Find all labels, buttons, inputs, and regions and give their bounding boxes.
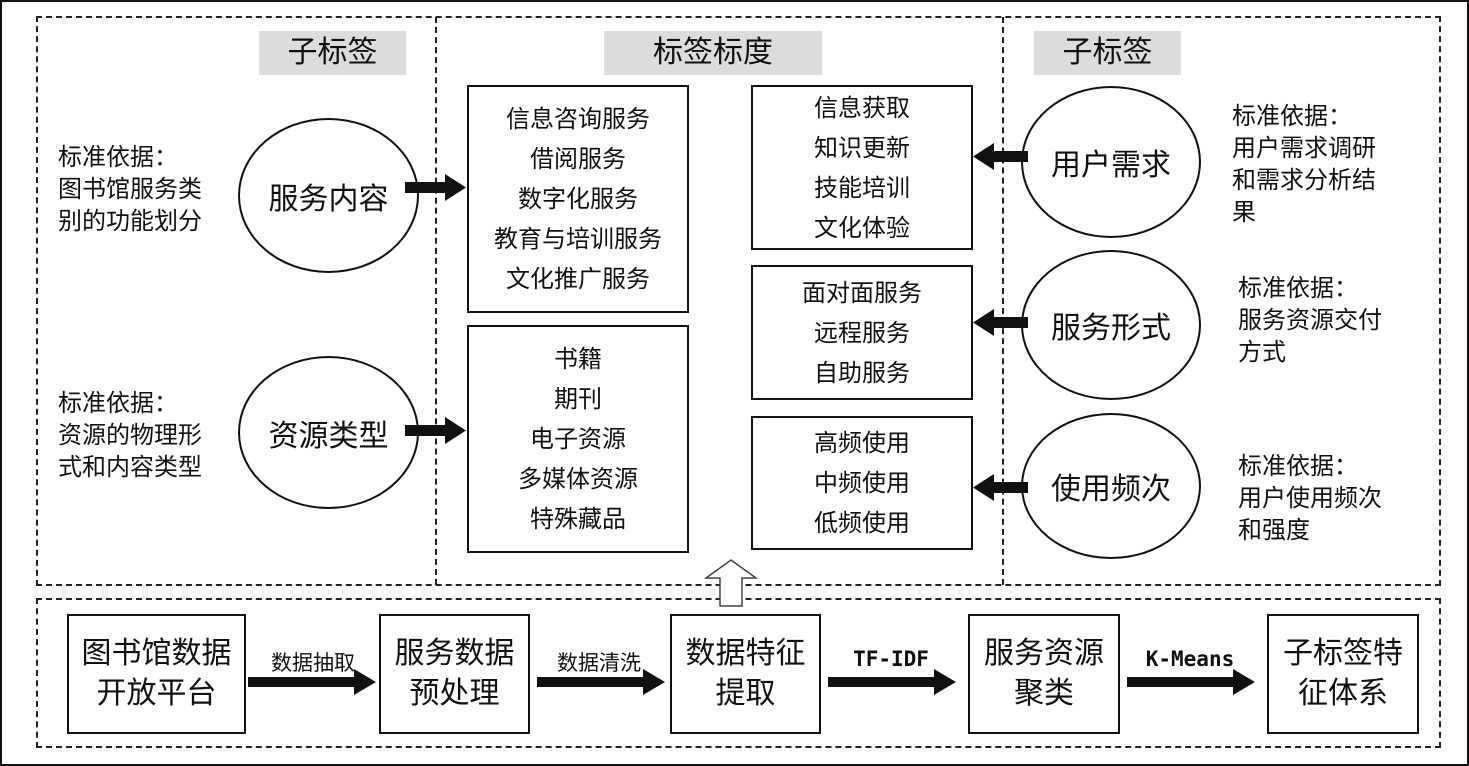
- hollow-up-arrow-icon: [703, 559, 759, 607]
- arrow-left-icon: [973, 143, 1028, 170]
- flow-step-line: 开放平台: [96, 676, 217, 711]
- list-item: 知识更新: [814, 133, 910, 162]
- list-item: 信息获取: [814, 93, 910, 122]
- left-note-resource: 标准依据： 资源的物理形 式和内容类型: [58, 387, 238, 483]
- flow-step-line: 图书馆数据: [81, 636, 232, 671]
- user-need-box: 信息获取 知识更新 技能培训 文化体验: [751, 85, 973, 250]
- flow-step-line: 服务资源: [984, 636, 1104, 671]
- list-item: 借阅服务: [530, 145, 626, 173]
- note-line: 别的功能划分: [58, 207, 202, 235]
- list-item: 高频使用: [814, 429, 910, 457]
- note-line: 图书馆服务类: [58, 175, 202, 203]
- panel-divider-right: [1002, 17, 1004, 585]
- list-item: 面对面服务: [802, 278, 922, 307]
- arrow-right-icon: [1127, 669, 1255, 695]
- ellipse-usage-frequency: 使用频次: [1021, 413, 1201, 559]
- flow-step-line: 服务数据: [394, 636, 515, 671]
- note-head: 标准依据：: [1232, 102, 1352, 130]
- note-line: 方式: [1238, 338, 1286, 366]
- list-item: 电子资源: [530, 425, 626, 453]
- panel-divider-left: [435, 17, 437, 585]
- list-item: 教育与培训服务: [494, 225, 662, 253]
- note-line: 式和内容类型: [58, 453, 202, 481]
- list-item: 远程服务: [814, 318, 910, 347]
- note-line: 和需求分析结: [1232, 166, 1376, 194]
- list-item: 信息咨询服务: [506, 105, 650, 133]
- list-item: 多媒体资源: [518, 465, 638, 493]
- arrow-right-icon: [405, 174, 466, 201]
- list-item: 低频使用: [814, 509, 910, 537]
- flow-arrow-label: TF-IDF: [853, 647, 929, 671]
- list-item: 技能培训: [814, 173, 910, 202]
- list-item: 期刊: [554, 385, 602, 413]
- flow-step-preprocess: 服务数据预处理: [379, 614, 530, 734]
- flow-step-feature-extract: 数据特征提取: [670, 614, 821, 734]
- flow-step-clustering: 服务资源聚类: [968, 614, 1120, 734]
- note-line: 果: [1232, 198, 1256, 226]
- right-note-usage-frequency: 标准依据： 用户使用频次 和强度: [1238, 450, 1438, 546]
- right-section-title: 子标签: [1034, 31, 1181, 75]
- arrow-left-icon: [973, 309, 1028, 336]
- list-item: 数字化服务: [518, 185, 638, 213]
- list-item: 自助服务: [814, 358, 910, 387]
- flow-step-line: 子标签特: [1283, 636, 1403, 671]
- flow-step-line: 数据特征: [685, 636, 806, 671]
- note-head: 标准依据：: [1238, 452, 1358, 480]
- center-section-title: 标签标度: [604, 31, 822, 75]
- flow-arrow-label: 数据抽取: [271, 651, 355, 675]
- note-line: 和强度: [1238, 516, 1310, 544]
- arrow-right-icon: [537, 669, 665, 695]
- flow-step-line: 预处理: [409, 676, 500, 711]
- note-head: 标准依据：: [58, 389, 178, 417]
- flow-step-line: 征体系: [1298, 676, 1388, 711]
- right-note-user-need: 标准依据： 用户需求调研 和需求分析结 果: [1232, 100, 1432, 228]
- note-line: 资源的物理形: [58, 421, 202, 449]
- arrow-left-icon: [973, 474, 1028, 501]
- list-item: 文化推广服务: [506, 265, 650, 293]
- note-line: 用户需求调研: [1232, 134, 1376, 162]
- note-line: 用户使用频次: [1238, 484, 1382, 512]
- note-head: 标准依据：: [1238, 274, 1358, 302]
- flow-step-line: 聚类: [1014, 676, 1074, 711]
- arrow-right-icon: [828, 669, 956, 695]
- flow-step-line: 提取: [715, 676, 776, 711]
- note-line: 服务资源交付: [1238, 306, 1382, 334]
- flow-step-subtag-system: 子标签特征体系: [1267, 614, 1419, 734]
- ellipse-user-need: 用户需求: [1021, 86, 1201, 238]
- arrow-right-icon: [248, 669, 376, 695]
- left-section-title: 子标签: [259, 31, 406, 75]
- ellipse-resource-type: 资源类型: [238, 356, 419, 509]
- resource-type-box: 书籍 期刊 电子资源 多媒体资源 特殊藏品: [467, 325, 689, 553]
- service-content-box: 信息咨询服务 借阅服务 数字化服务 教育与培训服务 文化推广服务: [467, 85, 689, 313]
- list-item: 中频使用: [814, 469, 910, 497]
- arrow-right-icon: [405, 417, 466, 444]
- list-item: 特殊藏品: [530, 505, 626, 533]
- service-form-box: 面对面服务 远程服务 自助服务: [751, 265, 973, 400]
- flow-arrow-label: K-Means: [1145, 647, 1235, 671]
- ellipse-service-content: 服务内容: [238, 118, 419, 273]
- usage-frequency-box: 高频使用 中频使用 低频使用: [751, 416, 973, 550]
- note-head: 标准依据：: [58, 143, 178, 171]
- left-note-service: 标准依据： 图书馆服务类 别的功能划分: [58, 141, 238, 237]
- flow-step-open-platform: 图书馆数据开放平台: [67, 614, 246, 734]
- list-item: 书籍: [554, 345, 602, 373]
- right-note-service-form: 标准依据： 服务资源交付 方式: [1238, 272, 1438, 368]
- flow-arrow-label: 数据清洗: [557, 651, 641, 675]
- list-item: 文化体验: [814, 213, 910, 242]
